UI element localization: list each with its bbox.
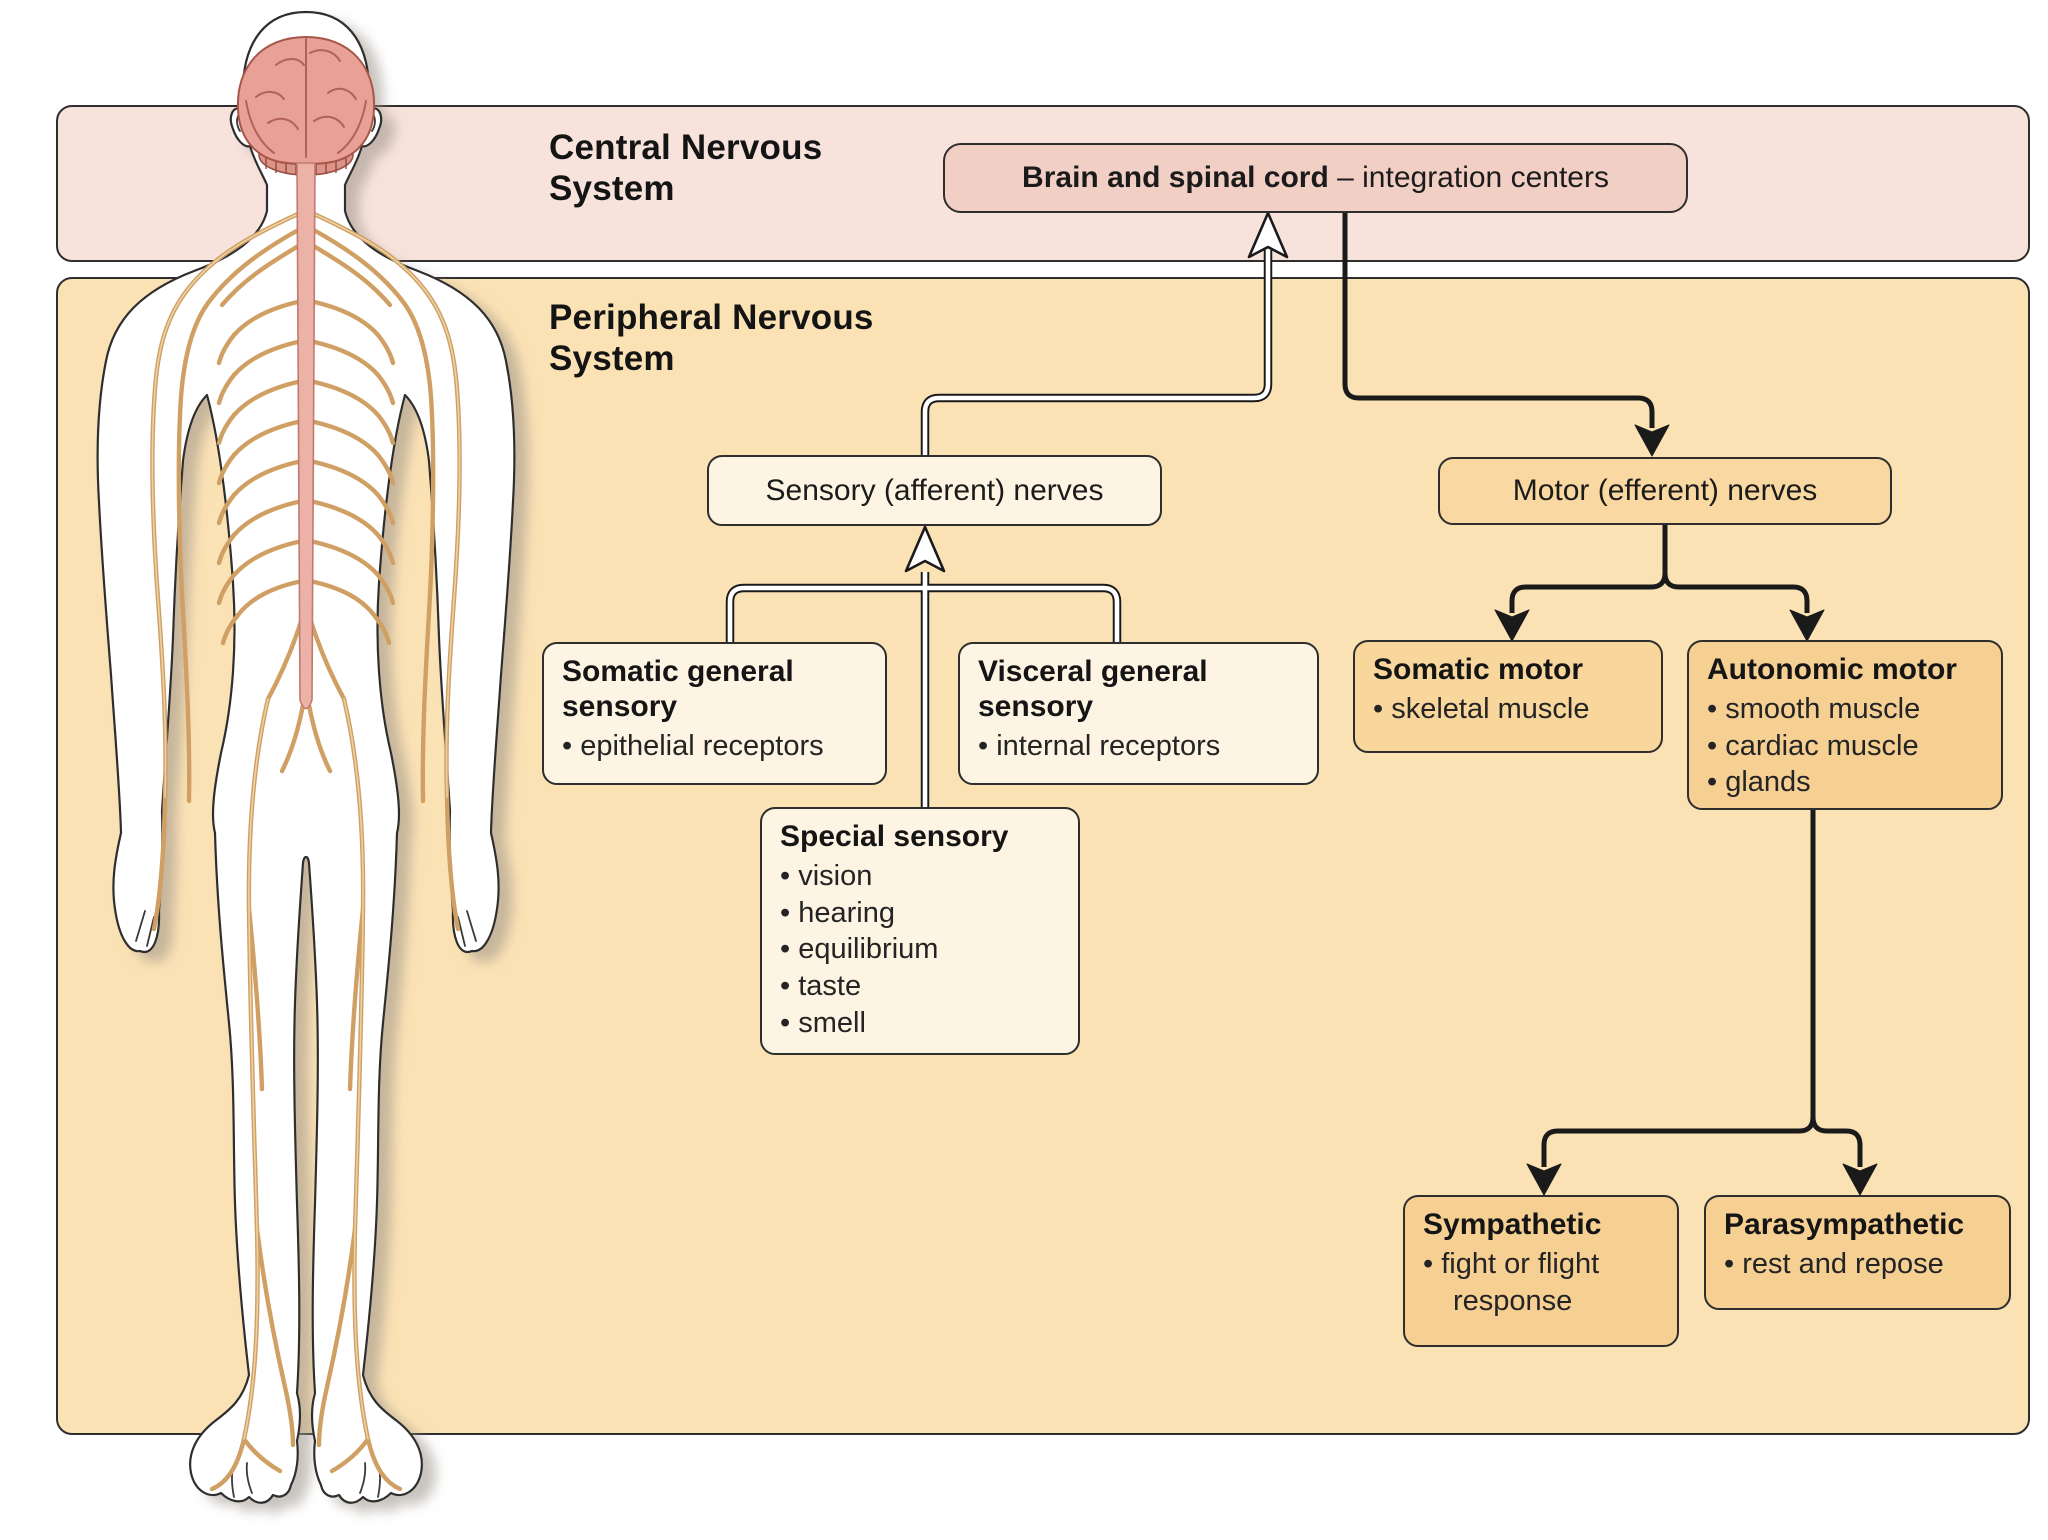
special-sensory-title: Special sensory xyxy=(780,820,1009,853)
autonomic-motor-title: Autonomic motor xyxy=(1707,653,1957,686)
peripheral-nerves-highlight xyxy=(151,212,461,1440)
brain-box-label-rest: – integration centers xyxy=(1328,161,1609,194)
autonomic-motor-bullets: smooth musclecardiac muscleglands xyxy=(1707,691,1985,801)
somatic-motor-box: Somatic motor skeletal muscle xyxy=(1353,640,1663,753)
bullet-item: epithelial receptors xyxy=(562,728,869,765)
bullet-item: smell xyxy=(780,1005,1062,1042)
bullet-item: internal receptors xyxy=(978,728,1301,765)
body-silhouette xyxy=(96,10,516,1504)
bullet-item: cardiac muscle xyxy=(1707,728,1985,765)
bullet-item: vision xyxy=(780,858,1062,895)
bullet-item: taste xyxy=(780,968,1062,1005)
autonomic-motor-box: Autonomic motor smooth musclecardiac mus… xyxy=(1687,640,2003,810)
somatic-general-title: Somatic general sensory xyxy=(562,655,794,723)
parasympathetic-bullets: rest and repose xyxy=(1724,1246,1993,1283)
somatic-general-bullets: epithelial receptors xyxy=(562,728,869,765)
motor-efferent-nerves-box: Motor (efferent) nerves xyxy=(1438,457,1892,525)
sympathetic-box: Sympathetic fight or flight response xyxy=(1403,1195,1679,1347)
sensory-box-label: Sensory (afferent) nerves xyxy=(765,473,1104,507)
somatic-motor-bullets: skeletal muscle xyxy=(1373,691,1645,728)
sympathetic-bullets: fight or flight response xyxy=(1423,1246,1661,1320)
sensory-afferent-nerves-box: Sensory (afferent) nerves xyxy=(707,455,1162,526)
brain-box-label: Brain and spinal cord – integration cent… xyxy=(1022,161,1609,195)
special-sensory-box: Special sensory visionhearingequilibrium… xyxy=(760,807,1080,1055)
bullet-item: rest and repose xyxy=(1724,1246,1993,1283)
visceral-general-sensory-box: Visceral general sensory internal recept… xyxy=(958,642,1319,785)
bullet-item: glands xyxy=(1707,764,1985,801)
brain-gyri xyxy=(245,38,367,158)
parasympathetic-title: Parasympathetic xyxy=(1724,1208,1965,1241)
brain-box-label-strong: Brain and spinal cord xyxy=(1022,161,1329,194)
parasympathetic-box: Parasympathetic rest and repose xyxy=(1704,1195,2011,1310)
bullet-item: skeletal muscle xyxy=(1373,691,1645,728)
motor-box-label: Motor (efferent) nerves xyxy=(1512,474,1818,507)
efferent-lines xyxy=(1342,213,1863,1167)
visceral-general-title: Visceral general sensory xyxy=(978,655,1208,723)
cns-heading: Central Nervous System xyxy=(549,128,822,210)
special-sensory-bullets: visionhearingequilibriumtastesmell xyxy=(780,858,1062,1042)
bullet-item: fight or flight response xyxy=(1423,1246,1661,1320)
somatic-general-sensory-box: Somatic general sensory epithelial recep… xyxy=(542,642,887,785)
brain-spinal-cord-box: Brain and spinal cord – integration cent… xyxy=(943,143,1688,213)
spinal-cord xyxy=(296,162,316,710)
body-illustration xyxy=(96,10,516,1504)
pns-heading: Peripheral Nervous System xyxy=(549,298,874,380)
bullet-item: hearing xyxy=(780,895,1062,932)
cns-heading-line2: System xyxy=(549,168,675,208)
afferent-arrowheads xyxy=(904,211,1289,573)
efferent-arrowheads xyxy=(1494,424,1878,1196)
somatic-motor-title: Somatic motor xyxy=(1373,653,1584,686)
afferent-line-cores xyxy=(727,250,1271,810)
sympathetic-title: Sympathetic xyxy=(1423,1208,1602,1241)
visceral-general-bullets: internal receptors xyxy=(978,728,1301,765)
body-detail-lines xyxy=(135,112,477,1498)
bullet-item: smooth muscle xyxy=(1707,691,1985,728)
bullet-item: equilibrium xyxy=(780,931,1062,968)
pns-heading-line2: System xyxy=(549,338,675,378)
cns-heading-line1: Central Nervous xyxy=(549,128,823,167)
pns-heading-line1: Peripheral Nervous xyxy=(549,298,874,337)
